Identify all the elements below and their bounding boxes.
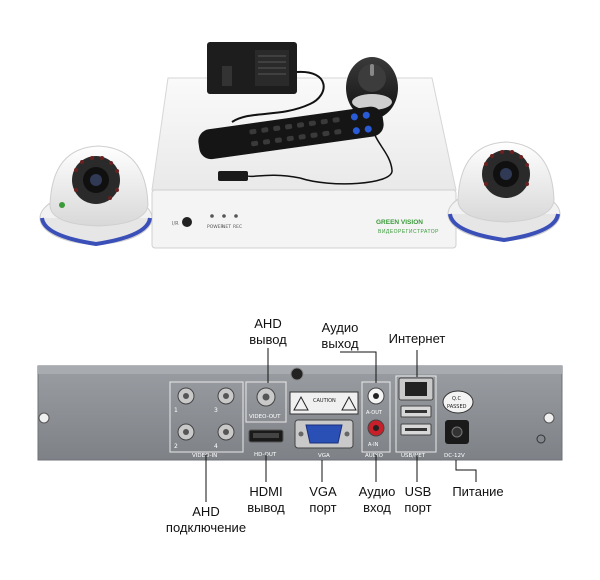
- annotation-ahd-in: AHD подключение: [165, 504, 247, 535]
- led-label-net: NET: [222, 224, 231, 230]
- led-label-power: POWER: [207, 224, 224, 230]
- qc-passed: PASSED: [447, 404, 467, 410]
- bnc-number: 3: [214, 407, 218, 414]
- device-label: ВИДЕОРЕГИСТРАТОР: [378, 229, 439, 235]
- led-label-rec: REC: [233, 224, 242, 230]
- annotation-power: Питание: [452, 484, 504, 499]
- power-led: [210, 214, 214, 218]
- bnc-connector: [177, 387, 235, 441]
- callout-lines: [205, 348, 477, 502]
- annotation-audio-in: Аудио вход: [358, 484, 396, 515]
- audio-silk: AUDIO: [365, 453, 384, 459]
- video-in-silk: VIDEO-IN: [192, 453, 217, 459]
- usb-mouse: [299, 57, 398, 185]
- power-adapter: [207, 42, 325, 123]
- ir-label: I/R: [172, 221, 179, 227]
- a-in-silk: A-IN: [368, 442, 379, 448]
- bnc-number: 2: [174, 443, 178, 450]
- callout-audio-out: [340, 351, 377, 383]
- annotation-usb: USB порт: [404, 484, 432, 515]
- vga-silk: VGA: [318, 453, 330, 459]
- bnc-number: 4: [214, 443, 218, 450]
- annotation-audio-out: Аудио выход: [321, 320, 359, 351]
- annotation-hdmi: HDMI вывод: [247, 484, 285, 515]
- caution-sticker: CAUTION: [313, 398, 336, 404]
- callout-power: [455, 460, 477, 482]
- remote-control: [198, 106, 384, 160]
- vga-port: [305, 424, 343, 444]
- video-out-silk: VIDEO-OUT: [249, 414, 281, 420]
- brand-logo: GREEN VISION: [376, 219, 423, 226]
- a-out-silk: A-OUT: [366, 410, 383, 416]
- dome-camera-right: [447, 141, 561, 243]
- mouse-usb-plug: [218, 171, 301, 181]
- annotation-internet: Интернет: [388, 331, 446, 346]
- annotation-ahd-out: AHD вывод: [249, 316, 287, 347]
- usb-net-silk: USB/NET: [401, 453, 426, 459]
- dome-camera-left: [39, 145, 153, 247]
- annotation-vga: VGA порт: [309, 484, 337, 515]
- rec-led: [234, 214, 238, 218]
- dc-silk: DC-12V: [444, 453, 465, 459]
- qc-sticker: Q.C: [452, 396, 462, 402]
- dvr-unit: I/R POWER NET REC GREEN VISION ВИДЕОРЕГИ…: [151, 77, 457, 249]
- ir-sensor: [182, 217, 192, 227]
- net-led: [222, 214, 226, 218]
- bnc-number: 1: [174, 407, 178, 414]
- hd-out-silk: HD-OUT: [254, 452, 277, 458]
- dvr-rear-panel: 1 3 2 4 VIDEO-IN VIDEO-OUT HD-OUT CAUTIO…: [37, 365, 563, 461]
